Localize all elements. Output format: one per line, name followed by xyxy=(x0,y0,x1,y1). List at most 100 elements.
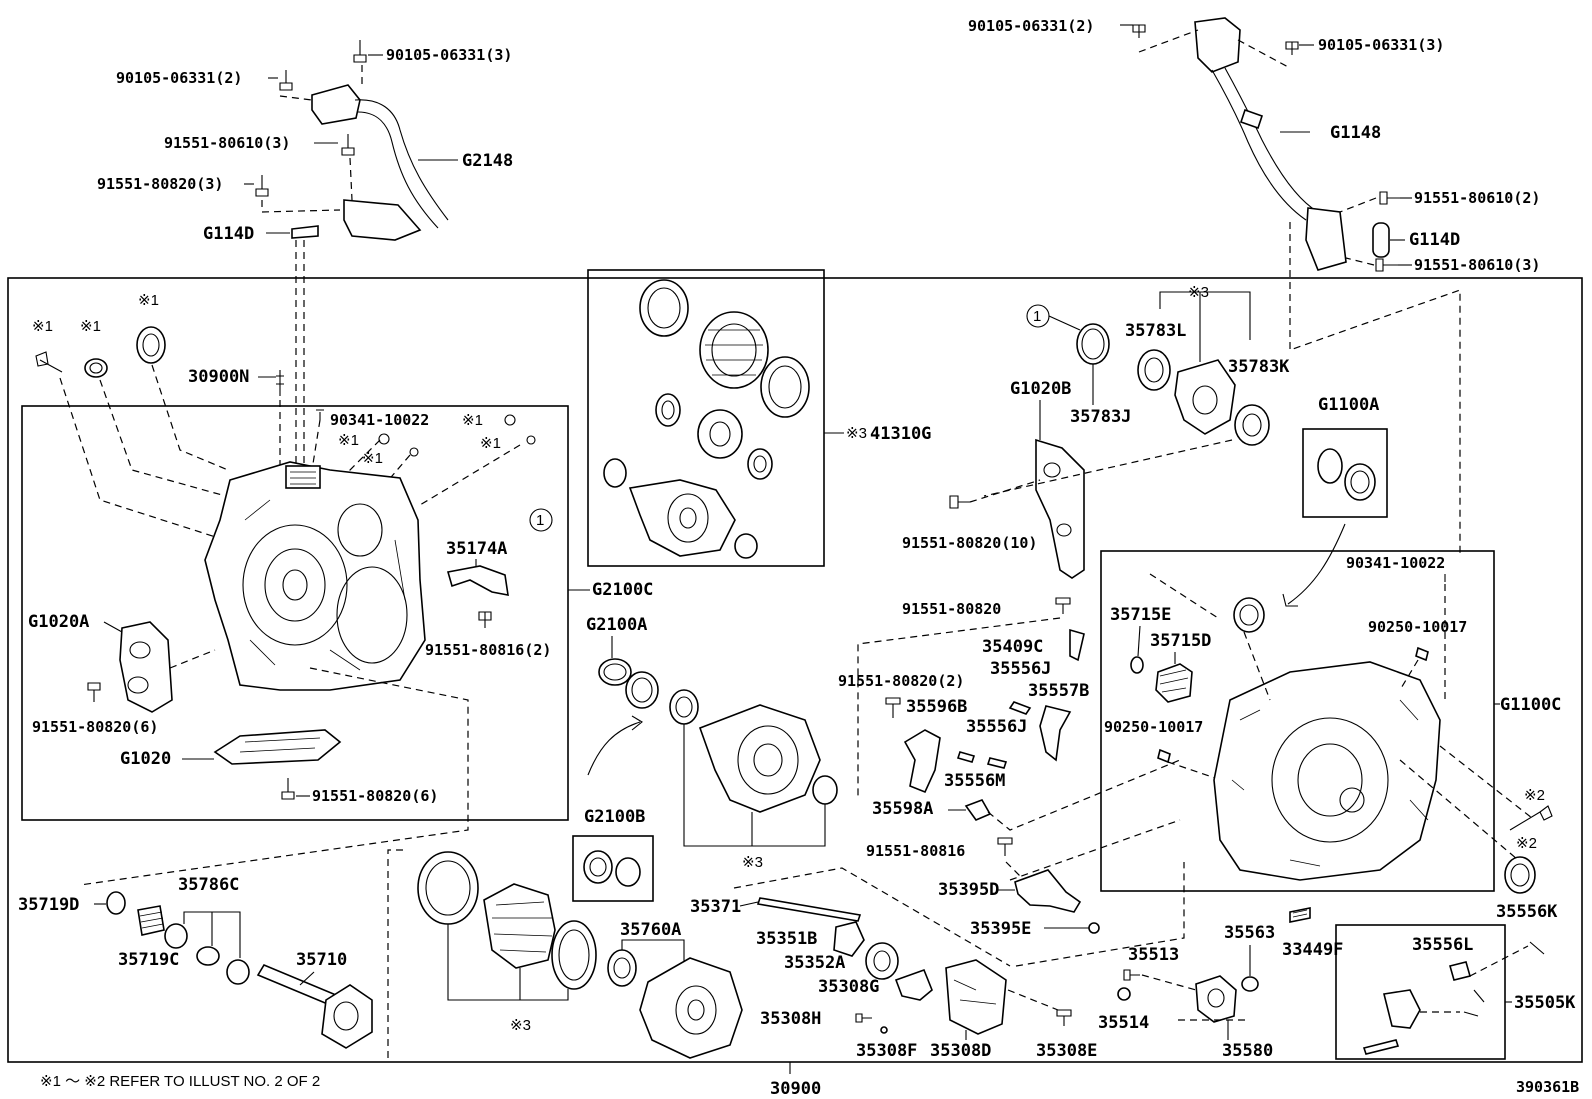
diff-kit-parts xyxy=(603,279,810,559)
case-g1100c xyxy=(1213,661,1441,881)
marker-circle1-right: 1 xyxy=(1033,308,1041,325)
label-case-g1100c: G1100C xyxy=(1500,695,1561,715)
seal-g2100a-2 xyxy=(625,671,659,709)
label-spring-35556m: 35556M xyxy=(944,771,1005,791)
case-g2100c xyxy=(204,461,426,691)
label-gear-35715d: 35715D xyxy=(1150,631,1211,651)
marker-ref3-diff: ※3 xyxy=(846,425,867,442)
seal-g1100a-frame xyxy=(1302,428,1388,518)
shaft-35371 xyxy=(756,897,862,922)
marker-ref1-d: ※1 xyxy=(462,412,483,429)
illustration-number: 390361B xyxy=(1516,1078,1579,1096)
label-pin-35556l: 35556L xyxy=(1412,935,1473,955)
harness-g1148-connector xyxy=(1194,17,1241,73)
bearing-left-center xyxy=(669,689,699,725)
label-bolt-35174a: 91551-80816(2) xyxy=(425,641,551,659)
case-g1100c-frame xyxy=(1100,550,1495,892)
marker-ref2-b: ※2 xyxy=(1516,835,1537,852)
label-pin-35308f: 35308F xyxy=(856,1041,917,1061)
label-seal-g1100a: G1100A xyxy=(1318,395,1379,415)
bracket-35174a xyxy=(446,565,509,596)
label-bolt-35563: 35563 xyxy=(1224,923,1275,943)
harness-g1148-group xyxy=(1194,17,1390,271)
label-spring-35409c: 35409C xyxy=(982,637,1043,657)
label-kit-g2100b: G2100B xyxy=(584,807,645,827)
label-sensor-35395d: 35395D xyxy=(938,880,999,900)
case-small-bolts xyxy=(316,409,536,457)
label-pin-90250-b: 90250-10017 xyxy=(1104,718,1203,736)
label-bolt-tr-b: 90105-06331(3) xyxy=(1318,36,1444,54)
label-clip-35598a: 35598A xyxy=(872,799,933,819)
label-bolt-90341-left: 90341-10022 xyxy=(330,411,429,429)
label-diff-kit: 41310G xyxy=(870,424,931,444)
label-bearing-35783k: 35783K xyxy=(1228,357,1290,377)
label-pin-35556j-b: 35556J xyxy=(966,717,1027,737)
cover-g1020b xyxy=(1035,438,1085,579)
label-bolt-80820-2: 91551-80820(2) xyxy=(838,672,964,690)
label-ring-35783j: 35783J xyxy=(1070,407,1131,427)
label-bolt-plate-6: 91551-80820(6) xyxy=(312,787,438,805)
label-pin-35556j-a: 35556J xyxy=(990,659,1051,679)
label-ring-35395e: 35395E xyxy=(970,919,1031,939)
label-harness-right: G1148 xyxy=(1330,123,1381,143)
label-seal-g2100a: G2100A xyxy=(586,615,647,635)
harness-g2148-group xyxy=(291,84,449,241)
carrier-35760a xyxy=(639,957,743,1059)
label-shaft-35710: 35710 xyxy=(296,950,347,970)
label-bolt-cover-6a: 91551-80820(6) xyxy=(32,718,158,736)
label-cover-g1020b: G1020B xyxy=(1010,379,1071,399)
label-bolt-tl-d: 91551-80820(3) xyxy=(97,175,223,193)
label-sensor-30900n: 30900N xyxy=(188,367,249,387)
label-ring-35719d: 35719D xyxy=(18,895,79,915)
diff-case-center xyxy=(698,704,821,813)
harness-g2148-bracket xyxy=(343,199,422,241)
label-bolt-cover-10: 91551-80820(10) xyxy=(902,534,1037,552)
marker-ref1-b: ※1 xyxy=(80,318,101,335)
label-bolt-tr-c: 91551-80610(2) xyxy=(1414,189,1540,207)
assy-35505k-frame xyxy=(1335,924,1506,1060)
label-bolt-tr-a: 90105-06331(2) xyxy=(968,17,1094,35)
label-bolt-80816: 91551-80816 xyxy=(866,842,965,860)
label-bracket-left: G114D xyxy=(203,224,254,244)
label-lever-35557b: 35557B xyxy=(1028,681,1089,701)
marker-ref3-center: ※3 xyxy=(742,854,763,871)
label-bolt-tl-c: 91551-80610(3) xyxy=(164,134,290,152)
cover-g1020a xyxy=(119,621,173,713)
label-bracket-35174a: 35174A xyxy=(446,539,507,559)
label-carrier-35760a: 35760A xyxy=(620,920,681,940)
diff-kit-41310g-frame xyxy=(587,269,825,567)
label-cover-g1020a: G1020A xyxy=(28,612,89,632)
footnote: ※1 ～ ※2 REFER TO ILLUST NO. 2 OF 2 xyxy=(40,1073,320,1090)
marker-ref1-a: ※1 xyxy=(32,318,53,335)
marker-circle1-left: 1 xyxy=(536,512,544,529)
label-assy-35505k: 35505K xyxy=(1514,993,1576,1013)
bearing-35783l xyxy=(1137,349,1171,391)
label-main-assembly: 30900 xyxy=(770,1079,821,1099)
label-bracket-35596b: 35596B xyxy=(906,697,967,717)
marker-ref3-bottom: ※3 xyxy=(510,1017,531,1034)
label-seal-35556k: 35556K xyxy=(1496,902,1558,922)
label-pad-33449f: 33449F xyxy=(1282,940,1343,960)
case-g2100c-frame xyxy=(21,405,569,821)
label-plate-g1020: G1020 xyxy=(120,749,171,769)
label-bolt-35513: 35513 xyxy=(1128,945,1179,965)
label-bolt-35308h: 35308H xyxy=(760,1009,821,1029)
left-small-parts xyxy=(35,326,284,396)
marker-ref1-f: ※1 xyxy=(480,435,501,452)
shaft-35710 xyxy=(256,963,338,1007)
label-bolt-91551-80820: 91551-80820 xyxy=(902,600,1001,618)
plate-g1020 xyxy=(213,729,342,765)
label-bolt-tr-d: 91551-80610(3) xyxy=(1414,256,1540,274)
label-plate-35308d: 35308D xyxy=(930,1041,991,1061)
label-gear-35351b: 35351B xyxy=(756,929,817,949)
kit-g2100b-frame xyxy=(572,835,654,902)
label-gear-35719c: 35719C xyxy=(118,950,179,970)
harness-g1148-bracket xyxy=(1305,207,1347,271)
marker-ref1-e: ※1 xyxy=(338,432,359,449)
seal-g2100a-1 xyxy=(598,658,632,686)
marker-ref1-g: ※1 xyxy=(362,450,383,467)
label-pin-35514: 35514 xyxy=(1098,1013,1149,1033)
label-bracket-right: G114D xyxy=(1409,230,1460,250)
main-assembly-frame xyxy=(7,277,1583,1063)
label-bolt-tl-b: 90105-06331(2) xyxy=(116,69,242,87)
